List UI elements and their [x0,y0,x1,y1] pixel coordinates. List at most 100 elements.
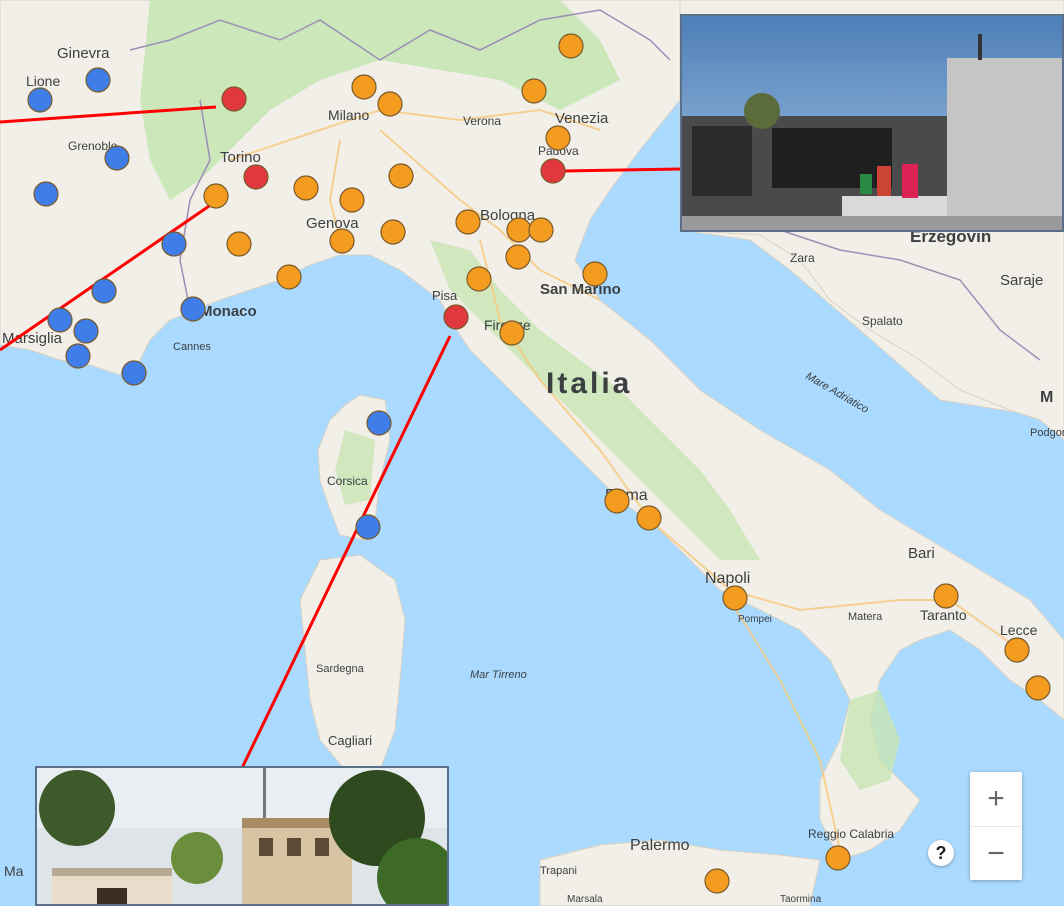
label-sardegna: Sardegna [316,663,365,675]
marker-orange-5[interactable] [388,163,414,189]
land-corsica-green [335,430,375,505]
marker-orange-18[interactable] [582,261,608,287]
callout-line-w [0,191,229,352]
label-cagliari: Cagliari [328,733,372,748]
marker-blue-6[interactable] [180,296,206,322]
photo-image-padova [682,16,1062,230]
marker-orange-26[interactable] [825,845,851,871]
marker-orange-1[interactable] [351,74,377,100]
label-monaco: Monaco [200,303,257,320]
marker-blue-2[interactable] [104,145,130,171]
label-spalato: Spalato [862,314,903,328]
label-zara: Zara [790,251,815,265]
marker-blue-3[interactable] [33,181,59,207]
marker-orange-14[interactable] [528,217,554,243]
label-taranto: Taranto [920,607,967,623]
markers-layer [27,33,1051,894]
marker-orange-12[interactable] [455,209,481,235]
marker-orange-10[interactable] [329,228,355,254]
marker-orange-6[interactable] [293,175,319,201]
photo-image-pisa [37,768,447,904]
label-san-marino: San Marino [540,281,621,298]
marker-orange-17[interactable] [276,264,302,290]
land-sicily [539,839,821,906]
marker-blue-0[interactable] [27,87,53,113]
label-verona: Verona [463,114,501,128]
label-milano: Milano [328,107,369,123]
label-montenegro: M [1040,389,1053,406]
marker-orange-4[interactable] [545,125,571,151]
marker-orange-3[interactable] [521,78,547,104]
label-padova: Padova [538,144,579,158]
label-napoli: Napoli [705,570,750,587]
label-sarajevo: Saraje [1000,272,1043,289]
marker-orange-21[interactable] [636,505,662,531]
label-mar-tirreno: Mar Tirreno [470,669,527,681]
label-ginevra: Ginevra [57,45,110,62]
photo-thumbnail-padova[interactable] [680,14,1064,232]
marker-blue-12[interactable] [355,514,381,540]
marker-blue-11[interactable] [366,410,392,436]
marker-orange-19[interactable] [499,320,525,346]
label-trapani: Trapani [540,865,577,877]
marker-blue-10[interactable] [121,360,147,386]
marker-orange-7[interactable] [339,187,365,213]
marker-blue-8[interactable] [73,318,99,344]
marker-orange-23[interactable] [933,583,959,609]
marker-blue-4[interactable] [161,231,187,257]
marker-blue-5[interactable] [91,278,117,304]
label-matera: Matera [848,611,883,623]
marker-orange-13[interactable] [506,217,532,243]
callout-line-ne [562,167,683,173]
callout-lines [0,105,683,769]
help-button[interactable]: ? [928,840,954,866]
label-podgorica: Podgorica [1030,427,1064,439]
marker-orange-9[interactable] [226,231,252,257]
callout-line-s [240,335,452,769]
marker-blue-7[interactable] [47,307,73,333]
label-marsiglia: Marsiglia [2,330,63,347]
marker-orange-0[interactable] [558,33,584,59]
marker-red-2[interactable] [540,158,566,184]
marker-orange-25[interactable] [1025,675,1051,701]
label-marsala: Marsala [567,894,603,905]
marker-blue-1[interactable] [85,67,111,93]
zoom-controls: + − [970,772,1022,880]
marker-orange-20[interactable] [604,488,630,514]
label-cannes: Cannes [173,341,211,353]
photo-thumbnail-pisa[interactable] [35,766,449,906]
label-lione: Lione [26,73,60,89]
label-venezia: Venezia [555,110,609,127]
marker-orange-22[interactable] [722,585,748,611]
marker-orange-16[interactable] [466,266,492,292]
label-taormina: Taormina [780,894,822,905]
marker-red-3[interactable] [443,304,469,330]
label-grenoble: Grenoble [68,139,118,153]
label-lecce: Lecce [1000,622,1038,638]
marker-orange-15[interactable] [505,244,531,270]
marker-red-0[interactable] [221,86,247,112]
land-balkans [679,229,1064,441]
borders [129,9,1041,361]
label-pisa: Pisa [432,288,458,303]
marker-orange-2[interactable] [377,91,403,117]
label-genova: Genova [306,215,359,232]
roads [229,108,1021,851]
label-reggio-calabria: Reggio Calabria [808,827,894,841]
label-torino: Torino [220,149,261,166]
marker-blue-9[interactable] [65,343,91,369]
land-apennines [430,240,760,560]
label-corsica: Corsica [327,474,368,488]
marker-orange-8[interactable] [203,183,229,209]
marker-orange-27[interactable] [704,868,730,894]
zoom-out-button[interactable]: − [987,837,1005,870]
label-pompei: Pompei [738,614,772,625]
marker-orange-24[interactable] [1004,637,1030,663]
callout-line-nw [0,105,217,124]
marker-orange-11[interactable] [380,219,406,245]
zoom-in-button[interactable]: + [970,772,1022,827]
land-alps [140,0,620,200]
label-palermo: Palermo [630,837,690,854]
land-calabria-green [840,690,900,790]
marker-red-1[interactable] [243,164,269,190]
